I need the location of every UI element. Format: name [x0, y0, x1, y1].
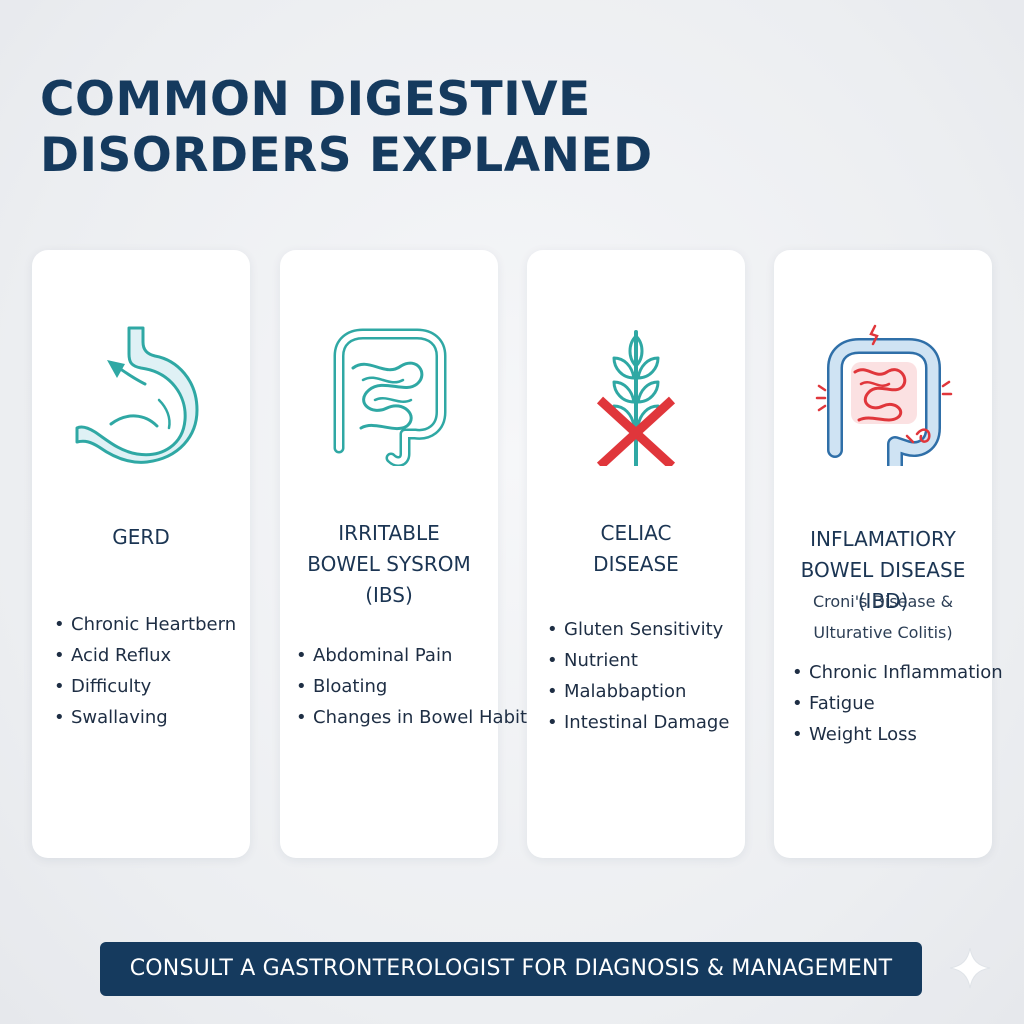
card-ibd-subtitle-line-2: Ulturative Colitis): [813, 623, 953, 642]
card-celiac-title-line-2: DISEASE: [593, 552, 679, 576]
card-ibs-symptoms: Abdominal Pain Bloating Changes in Bowel…: [296, 640, 536, 733]
card-gerd-title: GERD: [38, 522, 244, 553]
card-ibd: INFLAMATIORY BOWEL DISEASE (IBD) Croni's…: [774, 250, 1003, 858]
card-celiac: CELIAC DISEASE Gluten Sensitivity Nutrie…: [527, 250, 745, 858]
symptom-item: Intestinal Damage: [547, 707, 729, 738]
card-ibd-subtitle: Croni's Disease & Ulturative Colitis): [780, 586, 986, 648]
card-celiac-title-line-1: CELIAC: [600, 521, 672, 545]
card-ibs: IRRITABLE BOWEL SYSROM (IBS) Abdominal P…: [280, 250, 536, 858]
symptom-item: Swallaving: [54, 702, 236, 733]
crossed-wheat-icon: [596, 330, 676, 466]
inflamed-colon-icon: [815, 324, 953, 466]
symptom-item: Weight Loss: [792, 719, 1003, 750]
page-title-line-1: COMMON DIGESTIVE: [40, 72, 591, 127]
card-gerd-title-line-1: GERD: [112, 525, 170, 549]
card-celiac-symptoms: Gluten Sensitivity Nutrient Malabbaption…: [547, 614, 729, 738]
stomach-icon: [75, 326, 199, 464]
page-title-line-2: DISORDERS EXPLANED: [40, 128, 653, 183]
card-ibd-symptoms: Chronic Inflammation Fatigue Weight Loss: [792, 657, 1003, 750]
symptom-item: Gluten Sensitivity: [547, 614, 729, 645]
intestines-icon: [333, 328, 447, 466]
symptom-item: Nutrient: [547, 645, 729, 676]
card-ibd-subtitle-line-1: Croni's Disease &: [812, 592, 954, 611]
symptom-item: Chronic Heartbern: [54, 609, 236, 640]
symptom-item: Bloating: [296, 671, 536, 702]
page-title: COMMON DIGESTIVE DISORDERS EXPLANED: [40, 72, 653, 184]
symptom-item: Changes in Bowel Habits: [296, 702, 536, 733]
symptom-item: Fatigue: [792, 688, 1003, 719]
sparkle-icon: [949, 947, 991, 989]
symptom-item: Chronic Inflammation: [792, 657, 1003, 688]
card-gerd-symptoms: Chronic Heartbern Acid Reflux Difficulty…: [54, 609, 236, 733]
symptom-item: Difficulty: [54, 671, 236, 702]
card-gerd: GERD Chronic Heartbern Acid Reflux Diffi…: [32, 250, 250, 858]
card-ibs-title-line-1: IRRITABLE: [338, 521, 440, 545]
card-ibd-title: INFLAMATIORY BOWEL DISEASE (IBD): [780, 524, 986, 617]
card-ibs-title-line-2: BOWEL SYSROM: [307, 552, 471, 576]
card-ibs-title: IRRITABLE BOWEL SYSROM (IBS): [286, 518, 492, 611]
card-ibd-title-line-1: INFLAMATIORY: [810, 527, 956, 551]
symptom-item: Malabbaption: [547, 676, 729, 707]
symptom-item: Abdominal Pain: [296, 640, 536, 671]
card-ibs-title-line-3: (IBS): [365, 583, 413, 607]
card-ibd-title-line-2: BOWEL DISEASE (IBD): [800, 558, 966, 613]
consult-banner: CONSULT A GASTRONTEROLOGIST FOR DIAGNOSI…: [100, 942, 922, 996]
card-celiac-title: CELIAC DISEASE: [533, 518, 739, 580]
symptom-item: Acid Reflux: [54, 640, 236, 671]
